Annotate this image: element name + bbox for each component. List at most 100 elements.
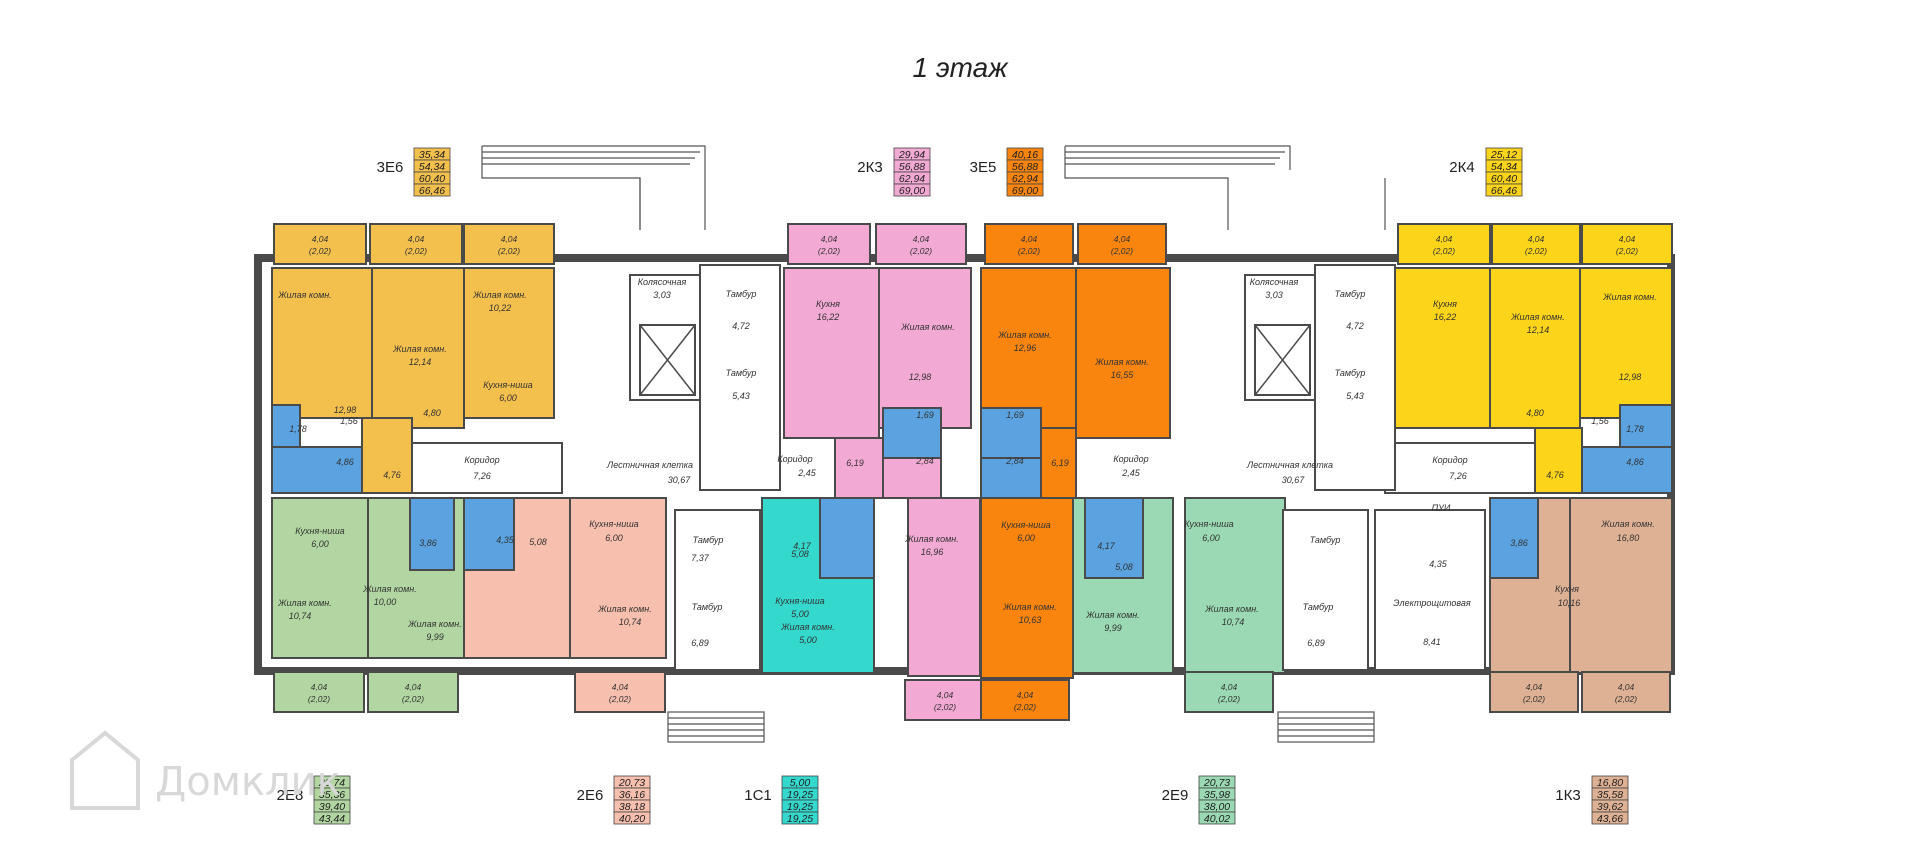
room-name-label: Кухня-ниша [589,519,638,529]
legend-value-box [893,183,931,197]
room-3e5-living-2 [1075,267,1171,439]
room-area-label: 6,00 [499,393,517,403]
legend-value-box [413,183,451,197]
porch-right [1277,711,1375,743]
room-name-label: Кухня-ниша [1001,520,1050,530]
balcony-half-label: (2,02) [402,694,424,704]
room-area-label: 4,17 [793,541,812,551]
bath-2e9 [1084,497,1144,579]
bath-2e8 [409,497,455,571]
room-area-label: 6,19 [1051,458,1069,468]
balcony-half-label: (2,02) [1523,694,1545,704]
room-name-label: Жилая комн. [1204,604,1259,614]
balcony-1k3-1 [1489,671,1579,713]
balcony-half-label: (2,02) [309,246,331,256]
apartment-code: 1С1 [744,787,772,804]
balcony-half-label: (2,02) [1615,694,1637,704]
room-2k4-living-1 [1489,267,1581,429]
room-area-label: 4,72 [1346,321,1364,331]
room-name-label: Жилая комн. [997,330,1052,340]
room-area-label: 5,08 [1115,562,1133,572]
room-name-label: Электрощитовая [1393,598,1471,608]
room-area-label: 30,67 [1282,475,1306,485]
legend-value: 20,73 [1203,777,1230,789]
room-area-label: 4,35 [1429,559,1448,569]
legend-value-box [781,811,819,825]
balcony-half-label: (2,02) [818,246,840,256]
porch-left [667,711,765,743]
hall-2k3 [834,437,884,499]
room-area-label: 7,37 [691,553,710,563]
balcony-area-label: 4,04 [1114,234,1131,244]
legend-value: 36,16 [619,789,645,801]
room-name-label: Жилая комн. [407,619,462,629]
room-area-label: 4,35 [496,535,515,545]
balcony-half-label: (2,02) [1018,246,1040,256]
room-2k3-kitchen [783,267,880,439]
apartment-code: 2Е9 [1162,787,1189,804]
balcony-area-label: 4,04 [1618,682,1635,692]
room-area-label: 6,00 [605,533,623,543]
room-name-label: Жилая комн. [780,622,835,632]
room-2k4-living-2 [1579,267,1673,419]
legend-value: 54,34 [1491,161,1517,173]
room-area-label: 7,26 [473,471,491,481]
balcony-3e5-2 [1077,223,1167,265]
balcony-area-label: 4,04 [1436,234,1453,244]
balcony-half-label: (2,02) [1433,246,1455,256]
legend-value: 16,80 [1597,777,1623,789]
room-name-label: Колясочная [638,277,687,287]
room-area-label: 4,80 [1526,408,1544,418]
hall-3e6 [361,417,413,494]
room-area-label: 10,22 [489,303,512,313]
room-name-label: Жилая комн. [904,534,959,544]
apartment-code: 3Е6 [377,159,404,176]
balcony-2e8-2 [367,671,459,713]
balcony-2k3-1 [787,223,871,265]
room-area-label: 4,17 [1097,541,1116,551]
balcony-half-label: (2,02) [1218,694,1240,704]
room-area-label: 6,89 [691,638,709,648]
legend-value-box [1198,811,1236,825]
room-name-label: Кухня [816,299,840,309]
legend-value: 38,18 [619,801,645,813]
balcony-area-label: 4,04 [405,682,422,692]
room-2k3-living-2 [907,497,981,677]
room-area-label: 6,19 [846,458,864,468]
room-area-label: 2,84 [1005,456,1024,466]
balcony-3e6-2 [369,223,463,265]
room-name-label: Жилая комн. [900,322,955,332]
balcony-2k3-3 [904,679,986,721]
room-name-label: Коридор [1432,455,1467,465]
balcony-2k3-2 [875,223,967,265]
bath-1k3 [1489,497,1539,579]
legend-value: 35,34 [419,149,445,161]
legend-value: 56,88 [899,161,925,173]
balcony-area-label: 4,04 [821,234,838,244]
room-name-label: Кухня-ниша [1184,519,1233,529]
room-2e6-kitchen [569,497,667,659]
legend-value: 35,98 [1204,789,1230,801]
legend-value: 40,20 [619,813,645,825]
room-area-label: 1,69 [916,410,934,420]
legend-value: 5,00 [790,777,811,789]
balcony-area-label: 4,04 [1619,234,1636,244]
balcony-3e6-3 [463,223,555,265]
room-area-label: 16,80 [1617,533,1640,543]
balcony-area-label: 4,04 [913,234,930,244]
room-area-label: 3,03 [1265,290,1283,300]
apartment-code: 2Е6 [577,787,604,804]
room-area-label: 1,78 [1626,424,1644,434]
watermark-text: Домклик [155,759,341,805]
room-area-label: 9,99 [1104,623,1122,633]
room-area-label: 12,14 [1527,325,1550,335]
room-area-label: 2,45 [1121,468,1141,478]
balcony-2k4-1 [1397,223,1491,265]
room-name-label: Тамбур [692,602,723,612]
room-name-label: Жилая комн. [277,598,332,608]
room-name-label: Жилая комн. [597,604,652,614]
